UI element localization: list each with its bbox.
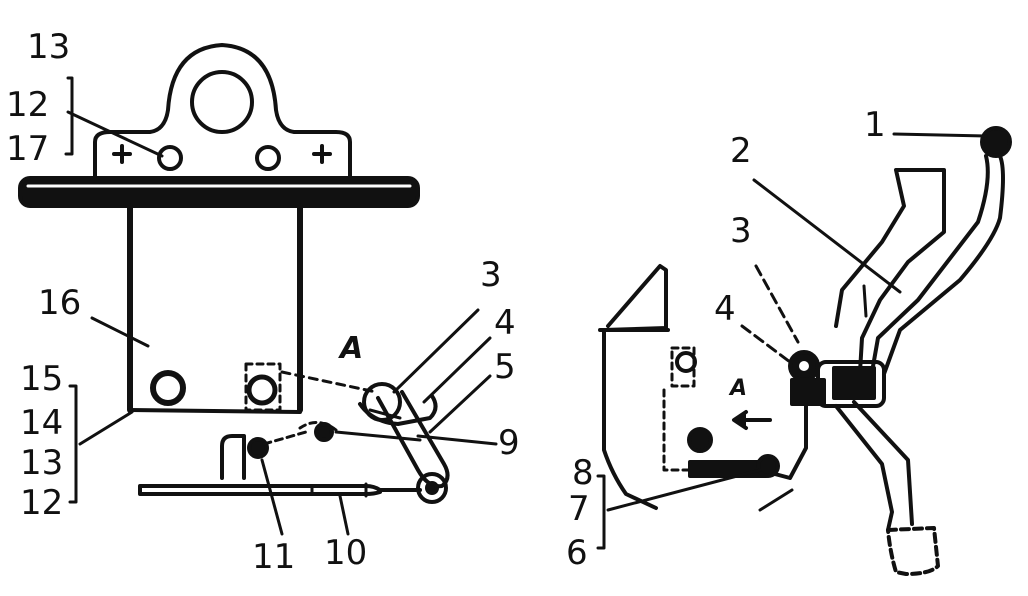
callout-3-left: 3 (480, 255, 502, 295)
callout-12-top: 12 (6, 85, 50, 125)
housing-bolt-hidden (670, 346, 696, 388)
bracket-bolt-left (150, 370, 186, 406)
callout-6: 6 (566, 533, 588, 573)
leader-unnumbered (758, 488, 794, 512)
view-letter-left: A (340, 331, 364, 366)
callout-17: 17 (6, 129, 50, 169)
callout-9: 9 (498, 423, 520, 463)
callout-13-top: 13 (27, 27, 71, 67)
plate-bolt-left (157, 145, 183, 171)
right-view (596, 126, 1012, 576)
callout-14: 14 (20, 403, 64, 443)
callout-16: 16 (38, 283, 82, 323)
group-bracket-15-12 (68, 384, 78, 504)
bracket-bottom-edge (128, 408, 302, 414)
upper-pan (834, 168, 946, 374)
leader-3 (392, 308, 480, 394)
housing-block (602, 264, 668, 510)
callout-3-right: 3 (730, 211, 752, 251)
pedal-lever (870, 154, 1005, 376)
base-plate (18, 176, 420, 208)
lug-hole (190, 70, 254, 134)
spring-eye (314, 422, 334, 442)
callout-15: 15 (20, 359, 64, 399)
leader-2 (752, 178, 902, 294)
leader-4 (422, 336, 492, 404)
leader-4-right (740, 324, 792, 364)
leader-1 (892, 132, 988, 138)
callout-12-bottom: 12 (20, 483, 64, 523)
group-bracket-8-6 (596, 474, 606, 550)
bracket-bolt-right-hidden-outline (244, 362, 282, 412)
leader-9 (416, 434, 498, 446)
callout-13-bottom: 13 (20, 443, 64, 483)
rod-end (688, 460, 768, 478)
group-bracket-13-17 (64, 76, 74, 156)
callout-5: 5 (494, 347, 516, 387)
plus-screw-right (312, 144, 332, 164)
control-rod (138, 484, 422, 496)
callout-7: 7 (568, 489, 590, 529)
plus-screw-left (112, 144, 132, 164)
leader-10 (338, 494, 350, 536)
callout-2: 2 (730, 131, 752, 171)
lever-collar (358, 394, 438, 426)
pedal-knob (980, 126, 1012, 158)
callout-4-left: 4 (494, 303, 516, 343)
leader-3-right (754, 264, 800, 344)
callout-8: 8 (572, 453, 594, 493)
leader-12-17 (66, 110, 164, 158)
callout-1: 1 (864, 105, 886, 145)
plate-bolt-right (255, 145, 281, 171)
leader-15-12 (78, 410, 134, 446)
mounting-lug (93, 43, 352, 180)
lower-pan (834, 400, 914, 532)
callout-11: 11 (252, 537, 296, 577)
callout-10: 10 (324, 533, 368, 573)
callout-4-right: 4 (714, 289, 736, 329)
leader-16 (90, 316, 150, 348)
stand-bracket-bolt (247, 437, 269, 459)
bracket-bolt-right (246, 374, 278, 406)
leader-11 (260, 458, 284, 536)
stand-bracket (220, 434, 246, 480)
hidden-link-line (280, 370, 378, 394)
pedal-pad (886, 526, 940, 576)
leader-8-6 (606, 468, 762, 512)
leader-5 (428, 374, 492, 434)
left-view (18, 43, 498, 536)
view-letter-right: A (730, 376, 748, 401)
